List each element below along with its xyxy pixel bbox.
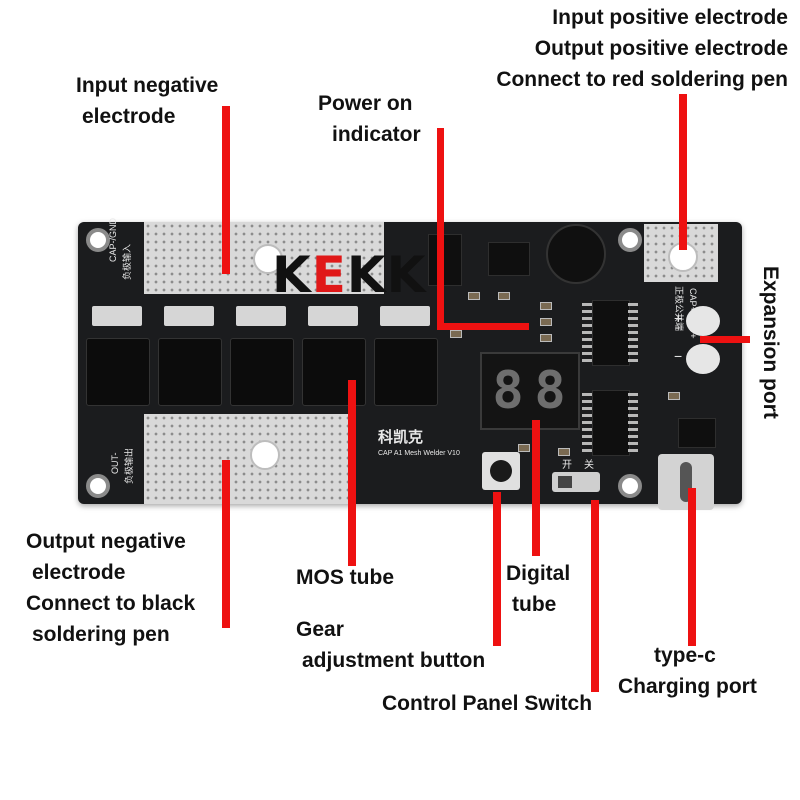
smd-component <box>468 292 480 300</box>
mounting-hole <box>86 474 110 498</box>
silk-cap-gnd-cn: 负极输入 <box>122 243 132 280</box>
smd-component <box>540 302 552 310</box>
mos-tab <box>308 306 358 326</box>
mos-tube <box>158 338 222 406</box>
smd-component <box>540 318 552 326</box>
label-input-positive: Input positive electrode Output positive… <box>496 6 788 91</box>
pointer-gear-button <box>493 492 501 646</box>
ic-chip-upper <box>592 300 630 366</box>
control-panel-switch[interactable] <box>552 472 600 492</box>
pointer-power-indicator-v <box>437 128 444 330</box>
label-output-negative: Output negative electrode Connect to bla… <box>26 530 196 646</box>
ic-pins <box>628 302 638 362</box>
smd-component <box>540 334 552 342</box>
mounting-hole <box>618 228 642 252</box>
mounting-hole <box>618 474 642 498</box>
silk-model: CAP A1 Mesh Welder V10 <box>378 450 460 457</box>
logo-prefix: K <box>272 246 312 304</box>
label-input-negative: Input negative electrode <box>76 74 219 128</box>
pointer-control-switch <box>591 500 599 692</box>
pointer-expansion-port <box>700 336 750 343</box>
silk-minus: − <box>674 348 683 364</box>
label-mos-tube: MOS tube <box>296 566 394 589</box>
pointer-output-negative <box>222 460 230 628</box>
smd-component <box>518 444 530 452</box>
ic-chip-lower <box>592 390 630 456</box>
spot-welder-pcb: CAP-/GND 负极输入 OUT- 负极输出 CAP+/OUT+ 正极公共端 … <box>78 218 742 510</box>
label-gear-button: Gear adjustment button <box>296 618 486 672</box>
expansion-pad-negative <box>686 344 720 374</box>
ic-pins <box>582 302 592 362</box>
buzzer <box>546 224 606 284</box>
smd-component <box>668 392 680 400</box>
mos-tab <box>164 306 214 326</box>
mos-tube <box>230 338 294 406</box>
button-cap[interactable] <box>490 460 512 482</box>
expansion-pad-positive <box>686 306 720 336</box>
mos-tube <box>86 338 150 406</box>
label-digital-tube: Digital tube <box>506 562 571 616</box>
label-typec-port: type-c Charging port <box>618 644 757 698</box>
label-expansion-port: Expansion port <box>759 266 782 419</box>
smd-component <box>498 292 510 300</box>
label-power-indicator: Power on indicator <box>318 92 421 146</box>
smd-component <box>558 448 570 456</box>
pad-hole <box>250 440 280 470</box>
mos-tab <box>380 306 430 326</box>
pointer-input-negative <box>222 106 230 274</box>
logo-suffix: KK <box>346 246 427 304</box>
pointer-power-indicator-h <box>437 323 529 330</box>
mos-tab <box>92 306 142 326</box>
pointer-mos-tube <box>348 380 356 566</box>
silk-kai: 开 <box>562 460 572 471</box>
silk-out: OUT- <box>110 452 120 475</box>
typec-charging-port[interactable] <box>658 454 714 510</box>
logo-accent: E <box>311 246 347 304</box>
brand-logo: KEKK <box>272 246 426 304</box>
ic-pins <box>628 392 638 452</box>
gear-adjustment-button[interactable] <box>482 452 520 490</box>
transistor-chip <box>488 242 530 276</box>
output-negative-pad <box>144 414 354 504</box>
display-digit-2: 8 <box>534 361 566 421</box>
digital-tube-display: 8 8 <box>480 352 580 430</box>
mos-tube <box>302 338 366 406</box>
switch-knob[interactable] <box>558 476 572 488</box>
pad-hole <box>253 244 283 274</box>
regulator-chip <box>428 234 462 286</box>
small-chip <box>678 418 716 448</box>
mos-tube <box>374 338 438 406</box>
silk-cap-gnd: CAP-/GND <box>108 217 118 262</box>
display-digit-1: 8 <box>492 361 524 421</box>
mos-tab <box>236 306 286 326</box>
silk-plus: + <box>674 310 683 326</box>
pointer-digital-tube <box>532 420 540 556</box>
pointer-input-positive <box>679 94 687 250</box>
silk-guan: 关 <box>584 460 594 471</box>
silk-brand-cn: 科凯克 <box>378 429 424 446</box>
silk-out-cn: 负极输出 <box>124 447 134 484</box>
ic-pins <box>582 392 592 452</box>
pointer-typec <box>688 488 696 646</box>
label-control-switch: Control Panel Switch <box>382 692 593 715</box>
smd-component <box>450 330 462 338</box>
mounting-hole <box>86 228 110 252</box>
